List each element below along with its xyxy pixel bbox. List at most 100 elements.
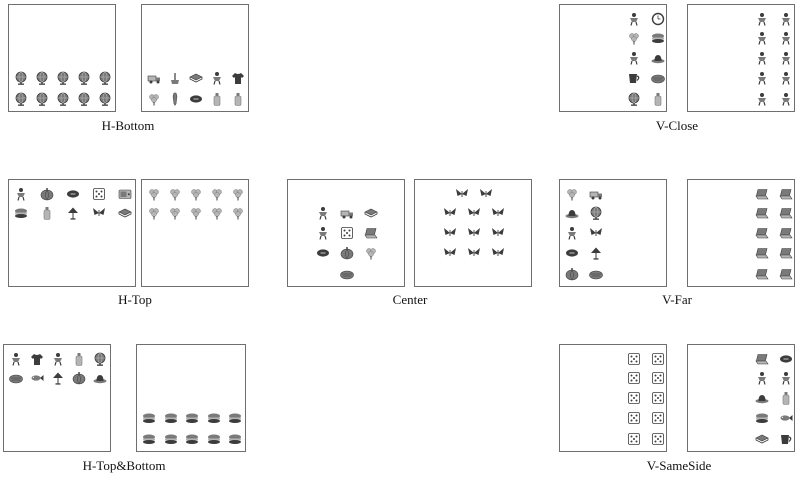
pumpkin-icon [40, 187, 54, 201]
stimulus-panel-5-1 [559, 179, 667, 287]
sandwich-icon [755, 411, 769, 425]
sandwich-icon [228, 432, 242, 446]
stimulus-panel-1-2 [141, 4, 249, 112]
bottle-icon [231, 92, 245, 106]
stimulus-panel-3-1 [8, 179, 136, 287]
figure-icon [755, 31, 769, 45]
globe-icon [14, 71, 28, 85]
butterfly-icon [443, 226, 457, 240]
lamp-icon [589, 246, 603, 260]
condition-caption: V-Far [662, 292, 692, 307]
flower-icon [189, 187, 203, 201]
sandwich-icon [14, 206, 28, 220]
book-icon [189, 71, 203, 85]
butterfly-icon [479, 187, 493, 201]
hat-icon [93, 371, 107, 385]
laptop-icon [779, 187, 793, 201]
flower-icon [565, 187, 579, 201]
globe-icon [77, 92, 91, 106]
book-icon [755, 432, 769, 446]
hat-icon [651, 51, 665, 65]
clock-icon [651, 12, 665, 26]
figure-icon [565, 226, 579, 240]
figure-icon [779, 371, 793, 385]
figure-icon [9, 352, 23, 366]
stimulus-panel-6-2 [136, 344, 246, 452]
condition-caption: H-Top [118, 292, 152, 307]
basket-icon [9, 371, 23, 385]
hat-icon [755, 391, 769, 405]
book-icon [364, 206, 378, 220]
condition-caption: Center [392, 292, 428, 307]
laptop-icon [755, 187, 769, 201]
dice-icon [627, 371, 641, 385]
figure-icon [779, 71, 793, 85]
flower-icon [168, 187, 182, 201]
sandwich-icon [228, 411, 242, 425]
condition-caption: H-Top&Bottom [82, 458, 166, 473]
pumpkin-icon [565, 267, 579, 281]
figure-icon [316, 226, 330, 240]
figure-icon [755, 12, 769, 26]
lamp-icon [51, 371, 65, 385]
fish-icon [779, 411, 793, 425]
figure-icon [779, 31, 793, 45]
stimulus-panel-7-2 [687, 344, 795, 452]
flower-icon [147, 206, 161, 220]
stimulus-panel-4-2 [414, 179, 532, 287]
tie-icon [168, 92, 182, 106]
hat-icon [565, 206, 579, 220]
stimulus-panel-4-1 [287, 179, 405, 287]
butterfly-icon [491, 206, 505, 220]
pumpkin-icon [340, 246, 354, 260]
truck-icon [340, 206, 354, 220]
figure-icon [627, 51, 641, 65]
globe-icon [98, 92, 112, 106]
globe-icon [589, 206, 603, 220]
stimulus-panel-2-2 [687, 4, 795, 112]
figure-icon [14, 187, 28, 201]
cup-icon [779, 432, 793, 446]
condition-caption: V-Close [655, 118, 699, 133]
flower-icon [210, 187, 224, 201]
bottle-icon [72, 352, 86, 366]
butterfly-icon [443, 206, 457, 220]
football-icon [66, 187, 80, 201]
flower-icon [168, 206, 182, 220]
figure-icon [755, 371, 769, 385]
book-icon [118, 206, 132, 220]
figure-icon [210, 71, 224, 85]
figure-icon [51, 352, 65, 366]
butterfly-icon [467, 206, 481, 220]
laptop-icon [779, 246, 793, 260]
globe-icon [56, 71, 70, 85]
stimulus-panel-5-2 [687, 179, 795, 287]
stimulus-panel-6-1 [3, 344, 111, 452]
basket-icon [651, 71, 665, 85]
dice-icon [627, 411, 641, 425]
truck-icon [589, 187, 603, 201]
sandwich-icon [142, 411, 156, 425]
butterfly-icon [589, 226, 603, 240]
laptop-icon [755, 226, 769, 240]
basket-icon [589, 267, 603, 281]
figure-icon [779, 12, 793, 26]
radio-icon [118, 187, 132, 201]
laptop-icon [755, 267, 769, 281]
globe-icon [77, 71, 91, 85]
butterfly-icon [467, 226, 481, 240]
figure-icon [755, 92, 769, 106]
shirt-icon [231, 71, 245, 85]
butterfly-icon [467, 246, 481, 260]
bottle-icon [210, 92, 224, 106]
butterfly-icon [491, 226, 505, 240]
sandwich-icon [185, 411, 199, 425]
laptop-icon [779, 226, 793, 240]
condition-caption: H-Bottom [101, 118, 155, 133]
sandwich-icon [185, 432, 199, 446]
flower-icon [147, 92, 161, 106]
sandwich-icon [207, 411, 221, 425]
football-icon [565, 246, 579, 260]
flower-icon [210, 206, 224, 220]
